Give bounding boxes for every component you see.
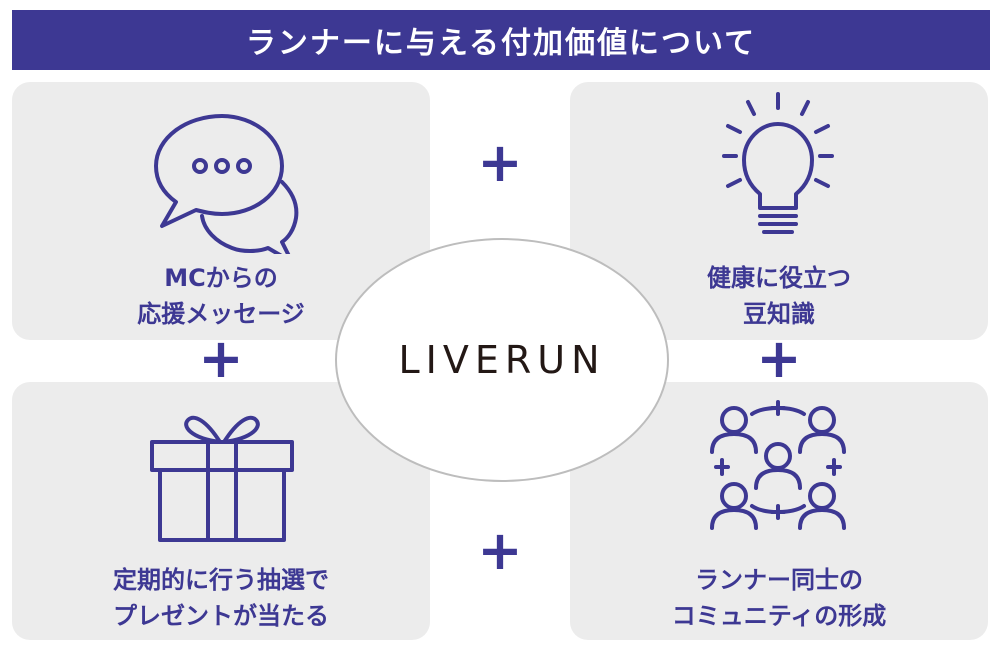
card-label-line2: 豆知識 bbox=[743, 300, 815, 328]
plus-icon-top: + bbox=[477, 131, 523, 194]
card-label-line2: コミュニティの形成 bbox=[671, 602, 887, 630]
brand-logo-text: LIVERUN bbox=[398, 338, 606, 382]
card-label-line1: 健康に役立つ bbox=[707, 264, 851, 292]
chat-bubbles-icon bbox=[154, 114, 299, 254]
card-label: 健康に役立つ 豆知識 bbox=[570, 260, 988, 332]
card-label-line1: 定期的に行う抽選で bbox=[113, 566, 329, 594]
card-prize-draw: 定期的に行う抽選で プレゼントが当たる bbox=[12, 382, 430, 640]
card-label-line2: プレゼントが当たる bbox=[113, 602, 329, 630]
card-mc-message: MCからの 応援メッセージ bbox=[12, 82, 430, 340]
card-health-tips: 健康に役立つ 豆知識 bbox=[570, 82, 988, 340]
card-label-line2: 応援メッセージ bbox=[137, 300, 305, 328]
card-label: MCからの 応援メッセージ bbox=[12, 260, 430, 332]
light-bulb-icon bbox=[722, 92, 834, 234]
page-title: ランナーに与える付加価値について bbox=[12, 10, 990, 70]
gift-box-icon bbox=[150, 415, 294, 542]
card-label-line1: MCからの bbox=[164, 264, 278, 292]
community-icon bbox=[710, 400, 846, 530]
plus-icon-bottom: + bbox=[477, 519, 523, 582]
center-brand-ellipse: LIVERUN bbox=[337, 240, 667, 480]
plus-icon-left: + bbox=[198, 327, 244, 390]
card-label: 定期的に行う抽選で プレゼントが当たる bbox=[12, 562, 430, 634]
plus-icon-right: + bbox=[756, 327, 802, 390]
card-label: ランナー同士の コミュニティの形成 bbox=[570, 562, 988, 634]
card-label-line1: ランナー同士の bbox=[695, 566, 863, 594]
